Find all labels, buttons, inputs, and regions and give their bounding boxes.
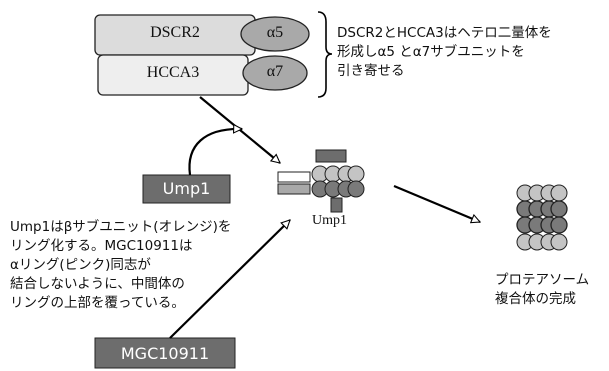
proteasome-intermediate-icon [277, 149, 365, 213]
note-line: 複合体の完成 [495, 291, 576, 307]
note-line: リングの上部を覆っている。 [10, 295, 185, 311]
note-line: Ump1はβサブユニット(オレンジ)を [10, 219, 232, 235]
bracket-icon [317, 11, 333, 98]
hcca3-label: HCCA3 [146, 64, 200, 81]
arrow-icon [188, 129, 242, 176]
hcca3-group [97, 54, 308, 96]
alpha5-oval [240, 16, 310, 52]
note-line: リング化する。MGC10911は [10, 238, 193, 254]
ump1-label: Ump1 [162, 179, 211, 198]
arrow-icon [393, 184, 480, 222]
note-line: 形成しα5 とα7サブユニットを [337, 44, 525, 60]
proteasome-complex-icon [516, 184, 568, 251]
dscr2-group [94, 14, 310, 56]
note-line: プロテアソーム [495, 272, 590, 288]
mgc10911-box [94, 337, 236, 369]
note-line: 結合しないように、中間体の [10, 276, 185, 292]
note-line: 引き寄せる [337, 63, 405, 79]
dscr2-label: DSCR2 [150, 24, 200, 41]
ump1-box [142, 174, 231, 204]
mgc10911-label: MGC10911 [120, 344, 210, 363]
ump1-complex-label: Ump1 [312, 213, 347, 228]
note-line: αリング(ピンク)同志が [10, 257, 151, 273]
alpha7-label: α7 [266, 63, 284, 80]
alpha5-label: α5 [266, 24, 284, 41]
note-line: DSCR2とHCCA3はヘテロ二量体を [337, 25, 552, 41]
alpha7-oval [242, 55, 308, 91]
arrow-icon [169, 220, 290, 339]
